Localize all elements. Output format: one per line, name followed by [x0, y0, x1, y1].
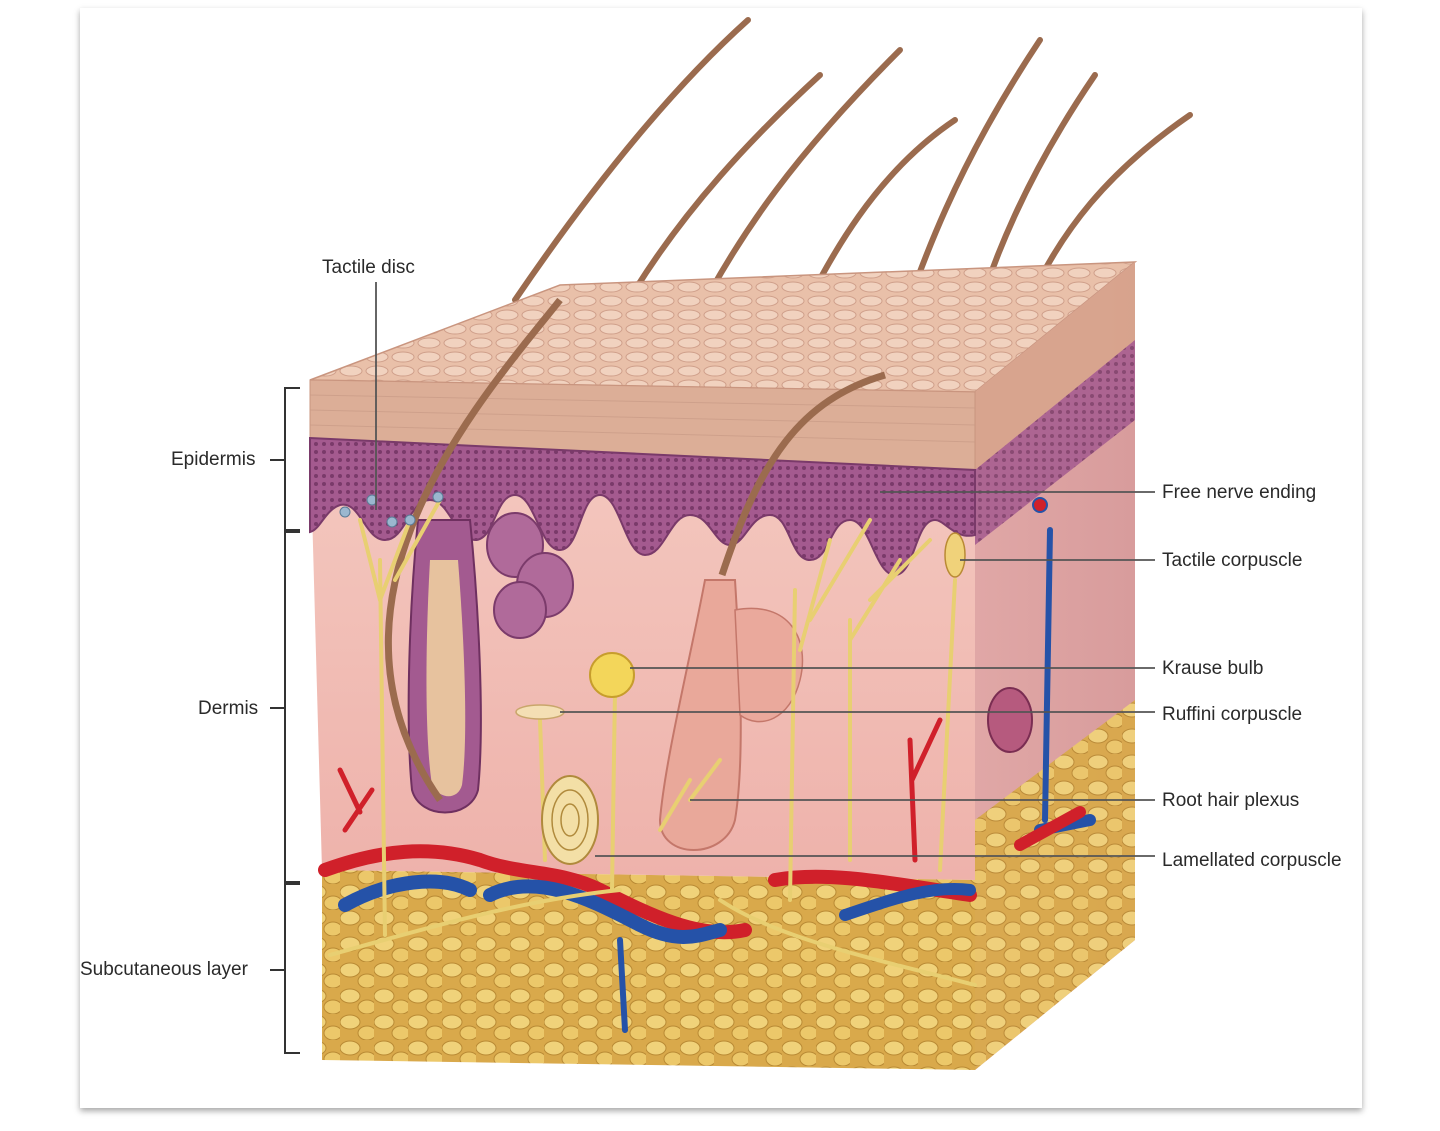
tactile-discs-icon — [339, 491, 444, 528]
tactile-corpuscle-icon — [944, 532, 966, 578]
krause-bulb-icon — [589, 652, 635, 698]
label-lamellated-corpuscle: Lamellated corpuscle — [1162, 850, 1342, 871]
leader-lines — [375, 282, 1155, 857]
nerve-fibers — [328, 498, 977, 987]
label-dermis: Dermis — [198, 698, 258, 719]
blood-vessels — [318, 527, 1096, 1033]
sebaceous-gland — [486, 512, 574, 639]
label-root-hair-plexus: Root hair plexus — [1162, 790, 1299, 811]
lamellated-corpuscle-icon — [541, 775, 599, 865]
label-free-nerve-ending: Free nerve ending — [1162, 482, 1316, 503]
label-tactile-disc: Tactile disc — [322, 257, 415, 278]
ruffini-corpuscle-icon — [515, 704, 565, 720]
label-ruffini-corpuscle: Ruffini corpuscle — [1162, 704, 1302, 725]
label-krause-bulb: Krause bulb — [1162, 658, 1263, 679]
subcutaneous-fat — [322, 870, 975, 1070]
layer-brackets — [270, 387, 300, 1054]
label-epidermis: Epidermis — [171, 449, 255, 470]
label-subcutaneous-layer: Subcutaneous layer — [80, 959, 249, 980]
label-tactile-corpuscle: Tactile corpuscle — [1162, 550, 1302, 571]
receptors — [339, 491, 1048, 865]
